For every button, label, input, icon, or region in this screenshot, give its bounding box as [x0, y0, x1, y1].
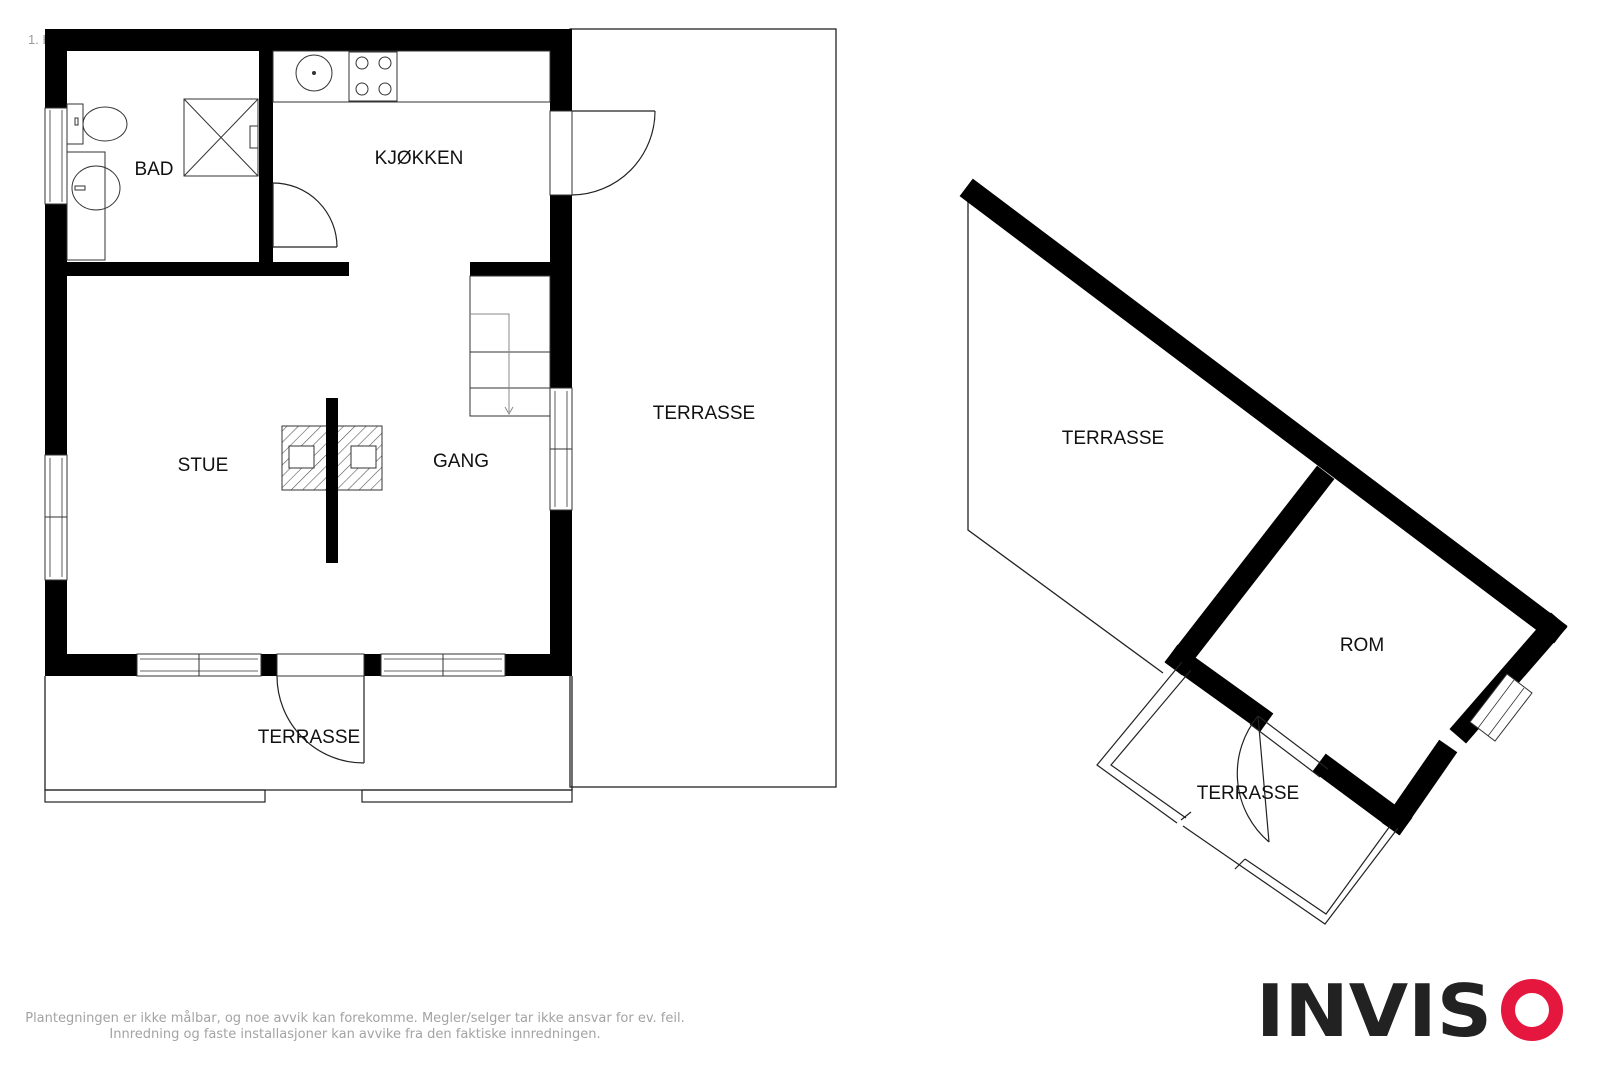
- wall-gang-stub: [470, 262, 550, 276]
- room-label-gang: GANG: [433, 451, 489, 472]
- door-swing-east: [571, 110, 656, 196]
- room-label-rom: ROM: [1340, 635, 1384, 656]
- annex-building: TERRASSE ROM TERRASSE: [959, 178, 1568, 925]
- wall-fireplace: [326, 398, 338, 563]
- wall-bad-kjokken: [259, 51, 273, 264]
- wall-annex-west: [1164, 465, 1335, 676]
- front-step-left: [44, 789, 266, 803]
- wall-north: [45, 29, 572, 51]
- wall-annex-south-right: [1312, 753, 1413, 836]
- wall-annex-east-lower: [1381, 739, 1458, 836]
- room-label-terrasse-front: TERRASSE: [258, 727, 360, 748]
- door-swing-bad: [272, 182, 338, 248]
- stairs: [469, 275, 551, 417]
- door-annex: [1236, 715, 1329, 843]
- room-label-terrasse-annex-small: TERRASSE: [1197, 783, 1299, 804]
- fireplace: [281, 398, 383, 563]
- inviso-logo: INVIS: [1256, 969, 1563, 1053]
- annex-terrace-outline: [967, 200, 1164, 674]
- brand-name: INVIS: [1256, 972, 1492, 1048]
- disclaimer-text: Plantegningen er ikke målbar, og noe avv…: [0, 1011, 710, 1043]
- door-swing-south: [276, 675, 365, 764]
- door-opening-south: [276, 653, 365, 677]
- annex-terrace-small-outline: [1096, 661, 1399, 925]
- washbasin-cabinet: [66, 151, 106, 261]
- disclaimer-line-1: Plantegningen er ikke målbar, og noe avv…: [25, 1011, 685, 1026]
- washbasin-icon: [71, 165, 121, 211]
- brand-logo: INVIS: [1256, 969, 1568, 1053]
- window-bad: [44, 107, 68, 205]
- main-house: BAD KJØKKEN STUE GANG TERRASSE TERRASSE: [44, 28, 837, 803]
- wall-bad-stue: [67, 262, 349, 276]
- room-label-bad: BAD: [134, 159, 173, 180]
- door-opening-kjokken: [549, 110, 573, 196]
- room-label-terrasse-annex: TERRASSE: [1062, 428, 1164, 449]
- disclaimer-line-2: Innredning og faste installasjoner kan a…: [109, 1027, 601, 1042]
- room-label-terrasse-right: TERRASSE: [653, 403, 755, 424]
- wall-annex-diagonal: [959, 178, 1568, 644]
- room-label-kjokken: KJØKKEN: [375, 148, 464, 169]
- wall-annex-south-left: [1164, 644, 1274, 732]
- stove-icon: [348, 51, 398, 102]
- room-label-stue: STUE: [178, 455, 229, 476]
- window-annex: [1469, 673, 1533, 742]
- sink-icon: [295, 54, 333, 92]
- front-step-right: [361, 789, 573, 803]
- brand-o-icon: [1501, 979, 1563, 1041]
- kitchen-counter: [272, 50, 551, 103]
- terrace-front-outline: [44, 676, 573, 791]
